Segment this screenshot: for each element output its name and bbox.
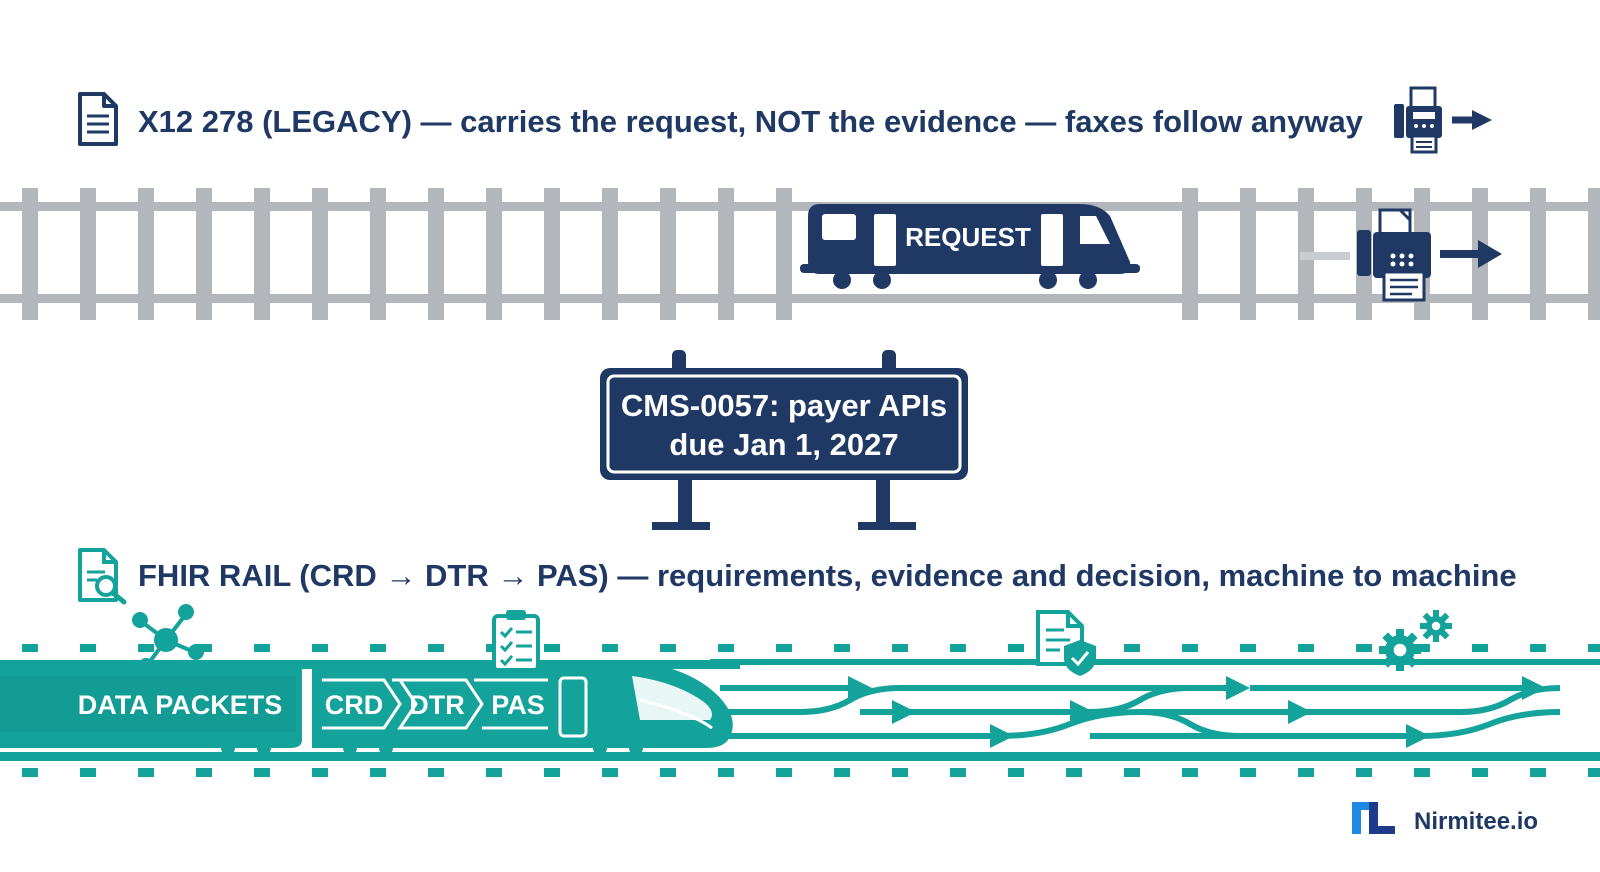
brand-logo (1352, 802, 1395, 834)
rail-tie (660, 644, 676, 652)
rail-tie (486, 188, 502, 320)
rail-tie (138, 768, 154, 777)
rail-tie (1124, 644, 1140, 652)
gears-icon (1379, 610, 1452, 671)
rail-tie (892, 644, 908, 652)
rail-tie (776, 188, 792, 320)
data-packets-label: DATA PACKETS (78, 690, 283, 720)
request-train-label: REQUEST (905, 222, 1031, 252)
rail-tie (22, 768, 38, 777)
sign-line-2: due Jan 1, 2027 (669, 427, 898, 462)
rail-tie (370, 768, 386, 777)
rail-tie (1356, 644, 1372, 652)
rail-tie (1414, 644, 1430, 652)
rail-tie (370, 644, 386, 652)
rail-tie (544, 188, 560, 320)
rail-tie (718, 644, 734, 652)
rail-tie (254, 188, 270, 320)
rail-tie (892, 768, 908, 777)
network-icon (132, 604, 204, 674)
rail-tie (1472, 768, 1488, 777)
rail-tie (138, 644, 154, 652)
rail-tie (80, 644, 96, 652)
rail-tie (312, 188, 328, 320)
rail-tie (196, 768, 212, 777)
rail-tie (370, 188, 386, 320)
rail-tie (1240, 768, 1256, 777)
brand-name: Nirmitee.io (1414, 808, 1538, 835)
rail-tie (602, 644, 618, 652)
rail-tie (1182, 188, 1198, 320)
rail-tie (718, 768, 734, 777)
legacy-arrow-right-icon (1452, 110, 1492, 130)
rail-tie (1588, 188, 1600, 320)
rail-tie (1066, 768, 1082, 777)
rail-tie (1298, 644, 1314, 652)
rail-tie (196, 188, 212, 320)
rail-tie (428, 644, 444, 652)
stage-dtr: DTR (409, 690, 465, 720)
rail-tie (1008, 644, 1024, 652)
rail-tie (1356, 768, 1372, 777)
rail-tie (718, 188, 734, 320)
stage-pas: PAS (491, 690, 545, 720)
fhir-train: DATA PACKETS CRD DTR PAS (0, 660, 733, 755)
rail-tie (660, 188, 676, 320)
rail-tie (196, 644, 212, 652)
legacy-document-icon (78, 92, 118, 146)
rail-tie (254, 768, 270, 777)
rail-tie (1240, 188, 1256, 320)
rail-tie (428, 188, 444, 320)
rail-tie (138, 188, 154, 320)
rail-tie (1530, 644, 1546, 652)
rail-tie (22, 188, 38, 320)
rail-tie (1530, 188, 1546, 320)
rail-tie (834, 644, 850, 652)
rail-tie (80, 188, 96, 320)
rail-tie (950, 768, 966, 777)
checklist-icon (492, 610, 540, 672)
sign-line-1: CMS-0057: payer APIs (621, 388, 947, 423)
rail-tie (1240, 644, 1256, 652)
rail-tie (428, 768, 444, 777)
rail-tie (602, 768, 618, 777)
rail-tie (1182, 768, 1198, 777)
rail-tie (776, 768, 792, 777)
rail-tie (312, 644, 328, 652)
rail-tie (254, 644, 270, 652)
rail-tie (1008, 768, 1024, 777)
rail-tie (1298, 768, 1314, 777)
rail-tie (776, 644, 792, 652)
rail-tie (1530, 768, 1546, 777)
rail-tie (1588, 644, 1600, 652)
rail-tie (834, 768, 850, 777)
rail-tie (660, 768, 676, 777)
track-arrow-right-icon (1440, 240, 1502, 268)
fhir-document-search-icon (78, 548, 127, 605)
rail-tie (1182, 644, 1198, 652)
rail-tie (312, 768, 328, 777)
track-fax-icon (1300, 208, 1431, 302)
rail-tie (486, 768, 502, 777)
request-train: REQUEST (800, 204, 1140, 289)
rail-tie (602, 188, 618, 320)
fhir-headline: FHIR RAIL (CRD → DTR → PAS) — requiremen… (138, 558, 1517, 593)
rail-tie (1124, 768, 1140, 777)
rail-tie (544, 768, 560, 777)
fhir-track (0, 644, 1600, 777)
rail-tie (80, 768, 96, 777)
rail-tie (1472, 644, 1488, 652)
rail-tie (1414, 768, 1430, 777)
rail-tie (544, 644, 560, 652)
legacy-fax-icon (1394, 86, 1442, 154)
rail-tie (22, 644, 38, 652)
deadline-sign: CMS-0057: payer APIs due Jan 1, 2027 (600, 350, 968, 530)
rail-tie (950, 644, 966, 652)
legacy-headline: X12 278 (LEGACY) — carries the request, … (138, 104, 1364, 139)
rail-tie (1588, 768, 1600, 777)
document-shield-icon (1036, 610, 1096, 676)
stage-crd: CRD (325, 690, 384, 720)
